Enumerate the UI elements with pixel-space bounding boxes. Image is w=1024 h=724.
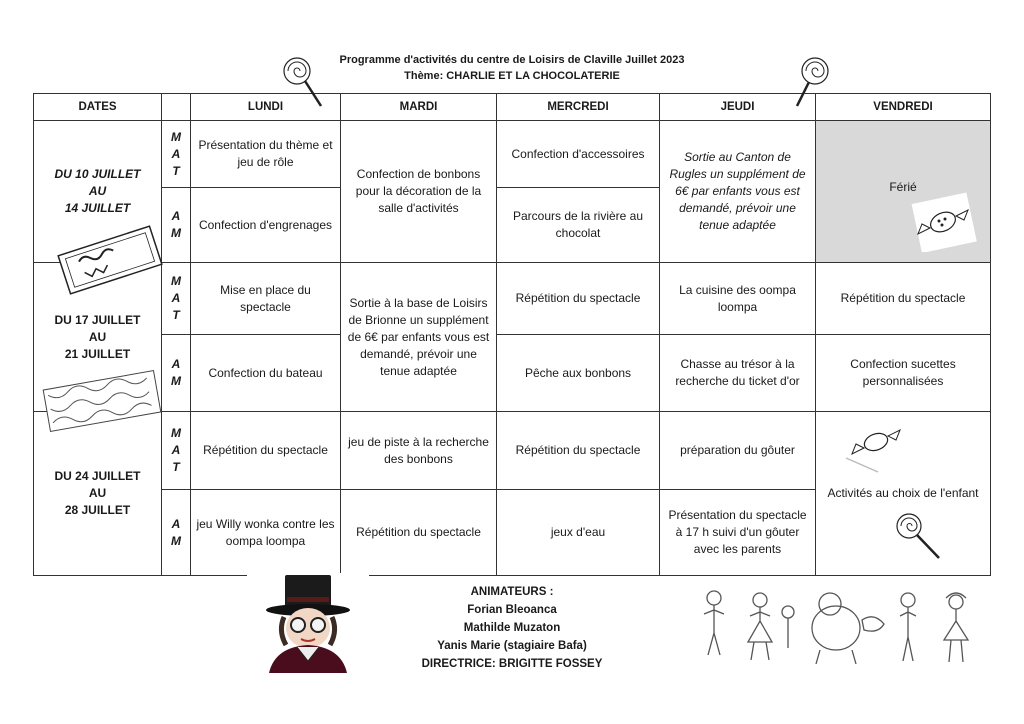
cell-w2-mercredi-mat: Répétition du spectacle: [496, 262, 660, 335]
cell-w1-mardi: Confection de bonbons pour la décoration…: [340, 120, 497, 263]
col-header-jeudi: JEUDI: [659, 93, 816, 121]
cell-w3-jeudi-mat: préparation du gôuter: [659, 411, 816, 490]
doodle-candy-bar-icon: [42, 370, 162, 432]
cell-w3-mercredi-am: jeux d'eau: [496, 489, 660, 576]
col-header-vendredi: VENDREDI: [815, 93, 991, 121]
cell-w2-jeudi-am: Chasse au trésor à la recherche du ticke…: [659, 334, 816, 412]
cell-w2-vendredi-mat: Répétition du spectacle: [815, 262, 991, 335]
col-header-mardi: MARDI: [340, 93, 497, 121]
cell-w1-jeudi: Sortie au Canton de Rugles un supplément…: [659, 120, 816, 263]
wrapped-candy-icon: [911, 192, 977, 252]
director-name: DIRECTRICE: BRIGITTE FOSSEY: [421, 658, 603, 670]
cell-w3-mercredi-mat: Répétition du spectacle: [496, 411, 660, 490]
page-header: Programme d'activités du centre de Loisi…: [0, 52, 1024, 84]
week-3-dates: DU 24 JUILLET AU 28 JUILLET: [33, 411, 162, 576]
wrapped-candy-icon: [845, 428, 901, 473]
cell-w2-jeudi-mat: La cuisine des oompa loompa: [659, 262, 816, 335]
animator-name: Mathilde Muzaton: [463, 622, 561, 634]
cell-w1-mercredi-am: Parcours de la rivière au chocolat: [496, 187, 660, 263]
cell-w3-mardi-am: Répétition du spectacle: [340, 489, 497, 576]
cell-w3-jeudi-am: Présentation du spectacle à 17 h suivi d…: [659, 489, 816, 576]
willy-wonka-portrait: [247, 573, 369, 673]
wonka-bar-icon: [57, 225, 163, 295]
animators-heading: ANIMATEURS :: [470, 586, 554, 598]
characters-drawing: [703, 590, 970, 665]
cell-w2-mardi: Sortie à la base de Loisirs de Brionne u…: [340, 262, 497, 412]
col-header-lundi: LUNDI: [190, 93, 341, 121]
cell-w1-mercredi-mat: Confection d'accessoires: [496, 120, 660, 188]
lollipop-icon: [283, 57, 323, 107]
cell-w3-mardi-mat: jeu de piste à la recherche des bonbons: [340, 411, 497, 490]
col-header-mercredi: MERCREDI: [496, 93, 660, 121]
cell-w2-lundi-mat: Mise en place du spectacle: [190, 262, 341, 335]
cell-w2-vendredi-am: Confection sucettes personnalisées: [815, 334, 991, 412]
lollipop-icon: [795, 57, 829, 107]
cell-w3-vendredi: Activités au choix de l'enfant: [815, 411, 991, 576]
page-theme: Thème: CHARLIE ET LA CHOCOLATERIE: [404, 70, 620, 82]
lollipop-icon: [896, 513, 940, 559]
animators-footer: ANIMATEURS : Forian Bleoanca Mathilde Mu…: [400, 583, 624, 673]
cell-w2-mercredi-am: Pêche aux bonbons: [496, 334, 660, 412]
col-header-period: [161, 93, 191, 121]
animator-name: Forian Bleoanca: [467, 604, 557, 616]
cell-w1-lundi-am: Confection d'engrenages: [190, 187, 341, 263]
cell-w3-lundi-am: jeu Willy wonka contre les oompa loompa: [190, 489, 341, 576]
col-header-dates: DATES: [33, 93, 162, 121]
page-title: Programme d'activités du centre de Loisi…: [339, 54, 685, 66]
activity-schedule-table: DATES LUNDI MARDI MERCREDI JEUDI VENDRED…: [33, 93, 991, 576]
cell-w2-lundi-am: Confection du bateau: [190, 334, 341, 412]
header-row: DATES LUNDI MARDI MERCREDI JEUDI VENDRED…: [33, 93, 991, 121]
cell-w3-lundi-mat: Répétition du spectacle: [190, 411, 341, 490]
cell-w1-lundi-mat: Présentation du thème et jeu de rôle: [190, 120, 341, 188]
animator-name: Yanis Marie (stagiaire Bafa): [437, 640, 587, 652]
